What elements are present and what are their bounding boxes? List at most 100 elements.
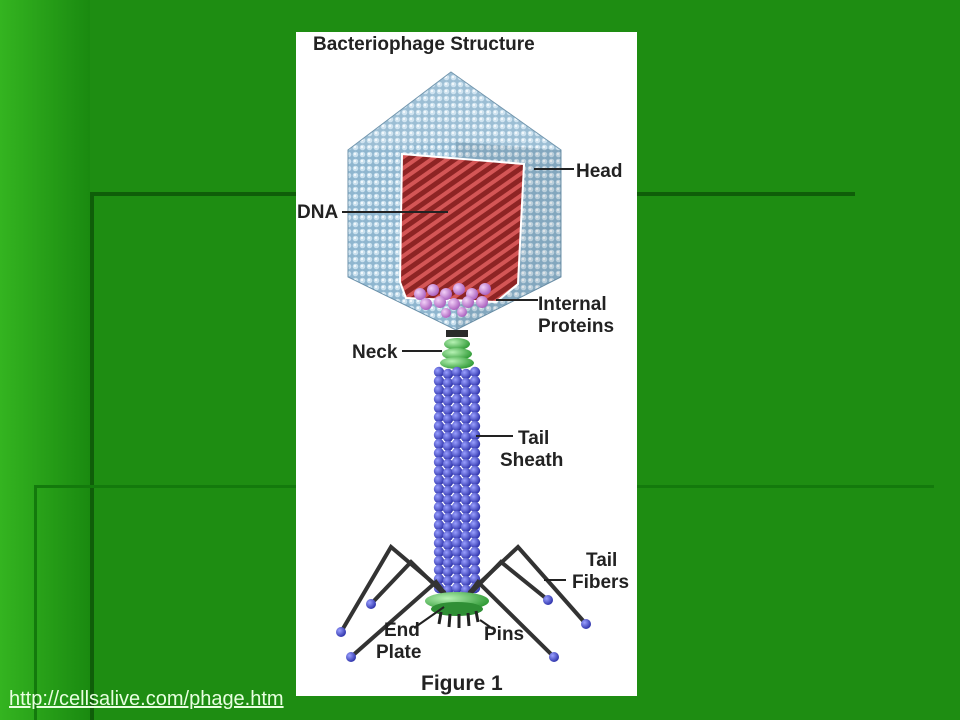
sheath-bead bbox=[469, 366, 481, 378]
sheath-bead bbox=[433, 402, 445, 414]
figure-title: Bacteriophage Structure bbox=[313, 34, 535, 55]
sheath-bead bbox=[433, 564, 445, 576]
sheath-bead bbox=[433, 384, 445, 396]
label-dna: DNA bbox=[297, 202, 338, 223]
phage-figure-panel: Bacteriophage Structure bbox=[296, 32, 637, 696]
sheath-bead bbox=[433, 537, 445, 549]
sheath-bead bbox=[442, 404, 454, 416]
sheath-bead bbox=[433, 465, 445, 477]
sheath-bead bbox=[460, 422, 472, 434]
sheath-bead bbox=[460, 557, 472, 569]
sheath-bead bbox=[451, 519, 463, 531]
label-proteins: Proteins bbox=[538, 316, 614, 337]
sheath-bead bbox=[469, 402, 481, 414]
sheath-bead bbox=[460, 485, 472, 497]
label-neck: Neck bbox=[352, 342, 398, 363]
sheath-bead bbox=[433, 411, 445, 423]
sheath-bead bbox=[469, 420, 481, 432]
sheath-bead bbox=[442, 377, 454, 389]
sheath-bead bbox=[460, 449, 472, 461]
sheath-bead bbox=[469, 411, 481, 423]
sheath-bead bbox=[433, 429, 445, 441]
label-fibers: Fibers bbox=[572, 572, 629, 593]
sheath-bead bbox=[433, 420, 445, 432]
sheath-bead bbox=[469, 447, 481, 459]
sheath-bead bbox=[460, 467, 472, 479]
sheath-bead bbox=[460, 377, 472, 389]
sheath-bead bbox=[442, 413, 454, 425]
sheath-bead bbox=[469, 438, 481, 450]
sheath-bead bbox=[451, 393, 463, 405]
sheath-bead bbox=[433, 492, 445, 504]
sheath-bead bbox=[442, 485, 454, 497]
sheath-bead bbox=[451, 420, 463, 432]
sheath-bead bbox=[442, 503, 454, 515]
sheath-bead bbox=[451, 537, 463, 549]
sheath-bead bbox=[460, 512, 472, 524]
label-internal: Internal bbox=[538, 294, 607, 315]
tail-fibers bbox=[339, 543, 588, 659]
sheath-bead bbox=[433, 483, 445, 495]
sheath-bead bbox=[442, 431, 454, 443]
sheath-bead bbox=[433, 438, 445, 450]
label-tail-fibers-tail: Tail bbox=[586, 550, 617, 571]
sheath-bead bbox=[451, 528, 463, 540]
sheath-bead bbox=[442, 548, 454, 560]
sheath-bead bbox=[460, 575, 472, 587]
sheath-bead bbox=[469, 384, 481, 396]
sheath-bead bbox=[442, 449, 454, 461]
sheath-bead bbox=[433, 375, 445, 387]
sheath-bead bbox=[469, 537, 481, 549]
sheath-bead bbox=[442, 557, 454, 569]
sheath-bead bbox=[469, 483, 481, 495]
sheath-bead bbox=[469, 555, 481, 567]
sheath-bead bbox=[433, 447, 445, 459]
sheath-bead bbox=[460, 503, 472, 515]
sheath-bead bbox=[442, 386, 454, 398]
label-sheath: Sheath bbox=[500, 450, 563, 471]
sheath-bead bbox=[433, 456, 445, 468]
sheath-bead bbox=[460, 530, 472, 542]
sheath-bead bbox=[469, 546, 481, 558]
sheath-bead bbox=[460, 566, 472, 578]
sheath-bead bbox=[469, 456, 481, 468]
sheath-bead bbox=[451, 465, 463, 477]
sheath-bead bbox=[433, 519, 445, 531]
sheath-bead bbox=[469, 528, 481, 540]
sheath-bead bbox=[451, 564, 463, 576]
bacteriophage-diagram: Bacteriophage Structure bbox=[297, 34, 629, 695]
sheath-bead bbox=[469, 519, 481, 531]
sheath-bead bbox=[451, 438, 463, 450]
leader-lines bbox=[342, 168, 574, 630]
sheath-bead bbox=[442, 476, 454, 488]
internal-proteins bbox=[414, 283, 491, 318]
sheath-bead bbox=[442, 422, 454, 434]
sheath-bead bbox=[442, 539, 454, 551]
dna-cutaway bbox=[398, 152, 526, 304]
sheath-bead bbox=[469, 510, 481, 522]
sheath-bead bbox=[451, 429, 463, 441]
sheath-bead bbox=[442, 440, 454, 452]
sheath-bead bbox=[442, 575, 454, 587]
source-link[interactable]: http://cellsalive.com/phage.htm bbox=[9, 688, 284, 710]
sheath-bead bbox=[451, 483, 463, 495]
label-end: End bbox=[384, 620, 420, 641]
sheath-bead bbox=[442, 494, 454, 506]
sheath-bead bbox=[451, 474, 463, 486]
sheath-bead bbox=[469, 375, 481, 387]
sheath-bead bbox=[469, 465, 481, 477]
label-tail: Tail bbox=[518, 428, 549, 449]
sheath-bead bbox=[451, 384, 463, 396]
sheath-bead bbox=[451, 456, 463, 468]
sheath-bead bbox=[451, 546, 463, 558]
tail-sheath bbox=[433, 366, 481, 596]
sheath-bead bbox=[469, 564, 481, 576]
sheath-bead bbox=[469, 501, 481, 513]
sheath-bead bbox=[451, 366, 463, 378]
sheath-bead bbox=[460, 476, 472, 488]
sheath-bead bbox=[469, 492, 481, 504]
sheath-bead bbox=[469, 474, 481, 486]
sheath-bead bbox=[433, 528, 445, 540]
neck bbox=[440, 330, 474, 369]
sheath-bead bbox=[460, 494, 472, 506]
